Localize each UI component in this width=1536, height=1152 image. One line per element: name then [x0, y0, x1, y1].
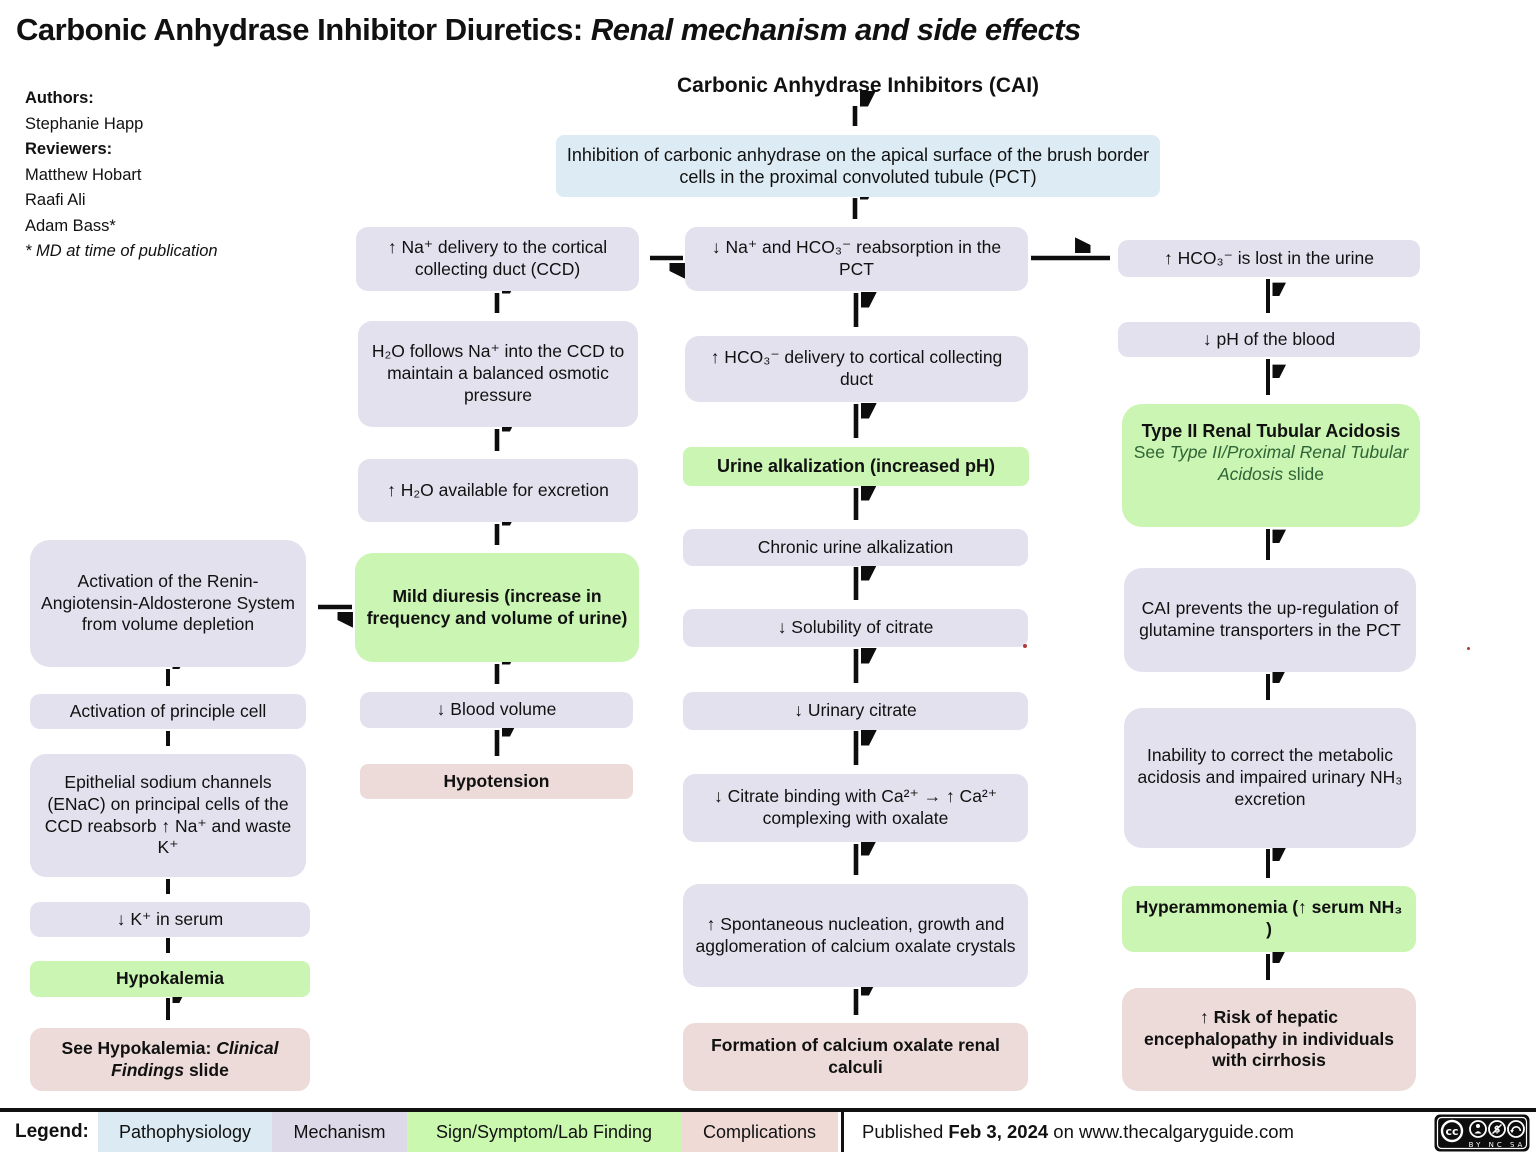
legend-pathophysiology: Pathophysiology — [98, 1112, 272, 1152]
node-hepatic-encephalopathy: ↑ Risk of hepatic encephalopathy in indi… — [1122, 988, 1416, 1091]
node-hco3-lost-urine: ↑ HCO₃⁻ is lost in the urine — [1118, 240, 1420, 277]
legend-bar: Legend: Pathophysiology Mechanism Sign/S… — [0, 1108, 1536, 1152]
reviewer-name: Matthew Hobart — [25, 165, 142, 184]
published-date: Feb 3, 2024 — [948, 1121, 1049, 1142]
legend-label: Legend: — [15, 1121, 89, 1142]
node-type2-renal-tubular-acidosis: Type II Renal Tubular Acidosis See Type … — [1122, 404, 1420, 527]
see-hypokalemia-text: See Hypokalemia: Clinical Findings slide — [61, 1037, 279, 1080]
node-mild-diuresis: Mild diuresis (increase in frequency and… — [355, 553, 639, 662]
red-dot-artifact — [1023, 644, 1027, 648]
node-k-in-serum: ↓ K⁺ in serum — [30, 902, 310, 937]
node-inability-correct-acidosis: Inability to correct the metabolic acido… — [1124, 708, 1416, 848]
published-line: Published Feb 3, 2024 on www.thecalgaryg… — [862, 1121, 1294, 1142]
reviewer-name: Raafi Ali — [25, 191, 86, 209]
node-chronic-urine-alkalization: Chronic urine alkalization — [683, 529, 1028, 566]
node-solubility-citrate: ↓ Solubility of citrate — [683, 609, 1028, 647]
md-note: * MD at time of publication — [25, 242, 218, 260]
page-title-subtitle: Renal mechanism and side effects — [590, 12, 1081, 47]
reviewers-label: Reviewers: — [25, 140, 113, 158]
node-h2o-follows-na: H₂O follows Na⁺ into the CCD to maintain… — [358, 321, 638, 427]
type2-rta-see-note: See Type II/Proximal Renal Tubular Acido… — [1133, 442, 1409, 484]
cc-letters: BY NC SA — [1469, 1141, 1526, 1149]
node-urine-alkalization: Urine alkalization (increased pH) — [683, 447, 1029, 486]
node-hyperammonemia: Hyperammonemia (↑ serum NH₃ ) — [1122, 886, 1416, 952]
authors-label: Authors: — [25, 89, 94, 107]
legend-mechanism: Mechanism — [272, 1112, 407, 1152]
diagram-heading: Carbonic Anhydrase Inhibitors (CAI) — [676, 74, 1040, 97]
node-citrate-binding-calcium: ↓ Citrate binding with Ca²⁺ → ↑ Ca²⁺ com… — [683, 774, 1028, 842]
cc-license-badge: cc $ BY NC SA — [1434, 1114, 1530, 1152]
cc-sa-icon — [1507, 1120, 1525, 1138]
authors-block: Authors: Stephanie Happ Reviewers: Matth… — [25, 86, 218, 265]
node-calcium-oxalate-calculi: Formation of calcium oxalate renal calcu… — [683, 1023, 1028, 1091]
svg-text:$: $ — [1494, 1125, 1501, 1136]
cc-logo-icon — [1440, 1119, 1464, 1143]
node-see-hypokalemia-slide: See Hypokalemia: Clinical Findings slide — [30, 1028, 310, 1091]
node-urinary-citrate: ↓ Urinary citrate — [683, 692, 1028, 730]
legend-divider — [841, 1112, 844, 1152]
legend-complications: Complications — [681, 1112, 838, 1152]
node-cai-prevents-glutamine: CAI prevents the up-regulation of glutam… — [1124, 568, 1416, 672]
node-spontaneous-nucleation: ↑ Spontaneous nucleation, growth and agg… — [683, 884, 1028, 987]
cc-nc-icon: $ — [1488, 1120, 1506, 1138]
node-ph-of-blood: ↓ pH of the blood — [1118, 322, 1420, 357]
type2-rta-title: Type II Renal Tubular Acidosis — [1141, 421, 1401, 441]
node-inhibition-carbonic-anhydrase: Inhibition of carbonic anhydrase on the … — [556, 135, 1160, 197]
node-raas-activation: Activation of the Renin-Angiotensin-Aldo… — [30, 540, 306, 667]
red-dot-artifact — [1467, 647, 1470, 650]
node-activation-principle-cell: Activation of principle cell — [30, 694, 306, 729]
page-title-main: Carbonic Anhydrase Inhibitor Diuretics: — [16, 12, 591, 47]
node-na-hco3-reabsorption: ↓ Na⁺ and HCO₃⁻ reabsorption in the PCT — [685, 227, 1028, 291]
reviewer-name: Adam Bass* — [25, 216, 116, 235]
node-na-delivery-ccd: ↑ Na⁺ delivery to the cortical collectin… — [356, 227, 639, 291]
node-enac-channels: Epithelial sodium channels (ENaC) on pri… — [30, 754, 306, 877]
node-h2o-available-excretion: ↑ H₂O available for excretion — [358, 459, 638, 522]
legend-sign-symptom-lab: Sign/Symptom/Lab Finding — [407, 1112, 681, 1152]
svg-text:cc: cc — [1445, 1125, 1458, 1138]
author-name: Stephanie Happ — [25, 114, 144, 133]
cc-by-icon — [1469, 1120, 1487, 1138]
page-title: Carbonic Anhydrase Inhibitor Diuretics: … — [16, 12, 1081, 48]
node-hypokalemia: Hypokalemia — [30, 961, 310, 997]
node-blood-volume: ↓ Blood volume — [360, 692, 633, 728]
node-hco3-delivery-ccd: ↑ HCO₃⁻ delivery to cortical collecting … — [685, 336, 1028, 402]
node-hypotension: Hypotension — [360, 764, 633, 799]
